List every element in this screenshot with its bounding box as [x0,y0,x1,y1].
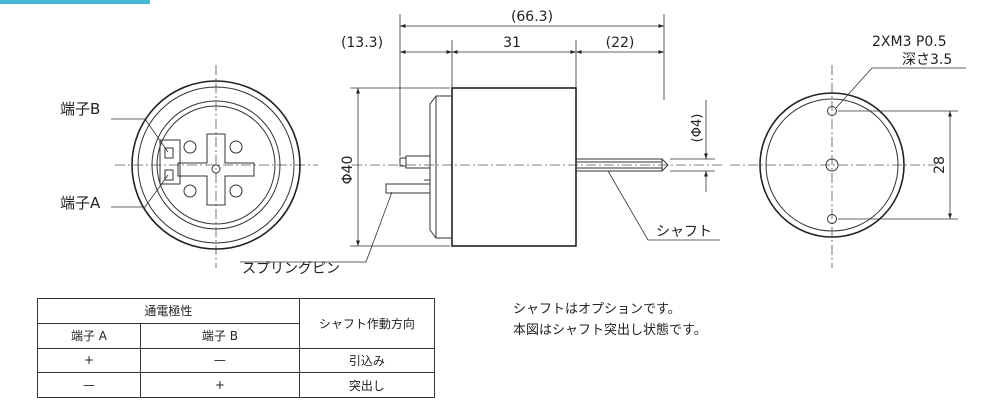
terminal-a-label: 端子A [60,194,101,212]
dim-diameter: Φ40 [340,156,356,185]
cell-terminal-b: — [140,347,300,374]
dim-shaft-diameter: (Φ4) [690,114,705,143]
header-terminal-b: 端子 B [140,322,300,349]
shaft-label: シャフト [656,224,712,240]
cell-direction: 引込み [298,347,436,374]
cell-terminal-a: + [37,347,141,374]
note-line: 本図はシャフト突出し状態です。 [513,323,707,338]
header-terminal-a: 端子 A [37,322,141,349]
cell-direction: 突出し [298,372,436,398]
dim-shaft-ext: (22) [606,35,635,51]
dim-hole-pitch: 28 [932,156,948,174]
cell-terminal-a: — [37,372,141,398]
notes: シャフトはオプションです。 本図はシャフト突出し状態です。 [513,299,707,341]
tap-depth-label: 深さ3.5 [902,52,952,68]
dim-body-length: 31 [503,35,521,51]
table-row: — + 突出し [37,372,436,398]
terminal-b-label: 端子B [60,100,100,118]
header-direction: シャフト作動方向 [298,298,436,349]
cell-terminal-b: + [140,372,300,398]
rear-view [730,65,966,268]
header-polarity: 通電極性 [37,298,300,324]
tap-spec-label: 2XM3 P0.5 [872,34,947,50]
spring-pin-label: スプリングピン [242,261,340,277]
front-view [111,65,318,268]
dim-left-ext: (13.3) [341,35,383,51]
technical-drawing: 端子B 端子A [60,9,966,277]
side-view [240,14,722,263]
polarity-table: 通電極性 シャフト作動方向 端子 A 端子 B + — 引込み — + 突出し [37,298,436,398]
note-line: シャフトはオプションです。 [513,302,681,317]
dim-overall: (66.3) [511,9,553,25]
accent-bar [0,0,150,4]
table-row: + — 引込み [37,347,436,374]
